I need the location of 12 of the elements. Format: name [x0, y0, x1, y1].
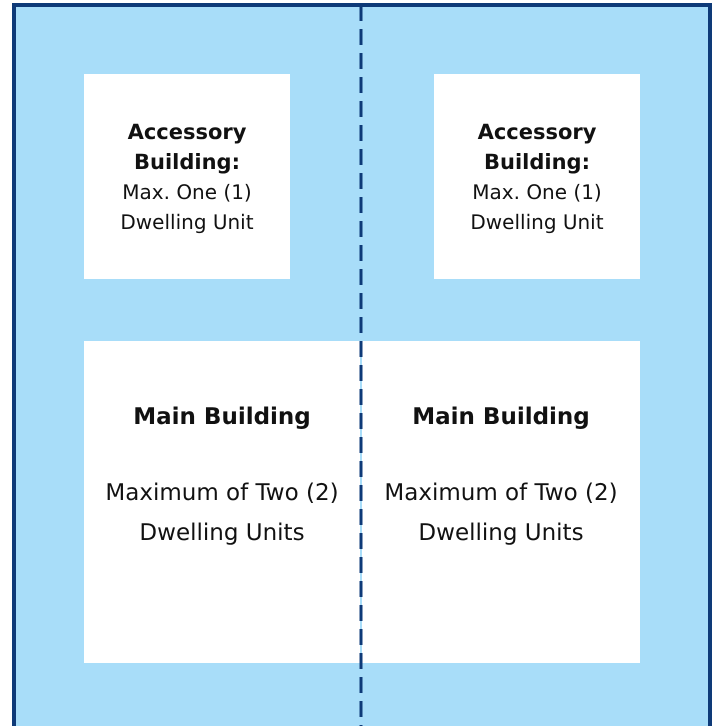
main-building-box	[362, 341, 640, 663]
building-heading: Accessory Building:	[126, 118, 248, 176]
accessory-building-box	[434, 74, 640, 279]
building-description: Max. One (1) Dwelling Unit	[119, 178, 255, 236]
building-heading: Main Building	[412, 403, 590, 432]
building-heading: Accessory Building:	[476, 118, 598, 176]
main-building-box	[84, 341, 360, 663]
building-description: Maximum of Two (2) Dwelling Units	[104, 479, 340, 548]
building-description: Max. One (1) Dwelling Unit	[469, 178, 605, 236]
building-description: Maximum of Two (2) Dwelling Units	[383, 479, 619, 548]
building-heading: Main Building	[133, 403, 311, 432]
accessory-building-box	[84, 74, 290, 279]
